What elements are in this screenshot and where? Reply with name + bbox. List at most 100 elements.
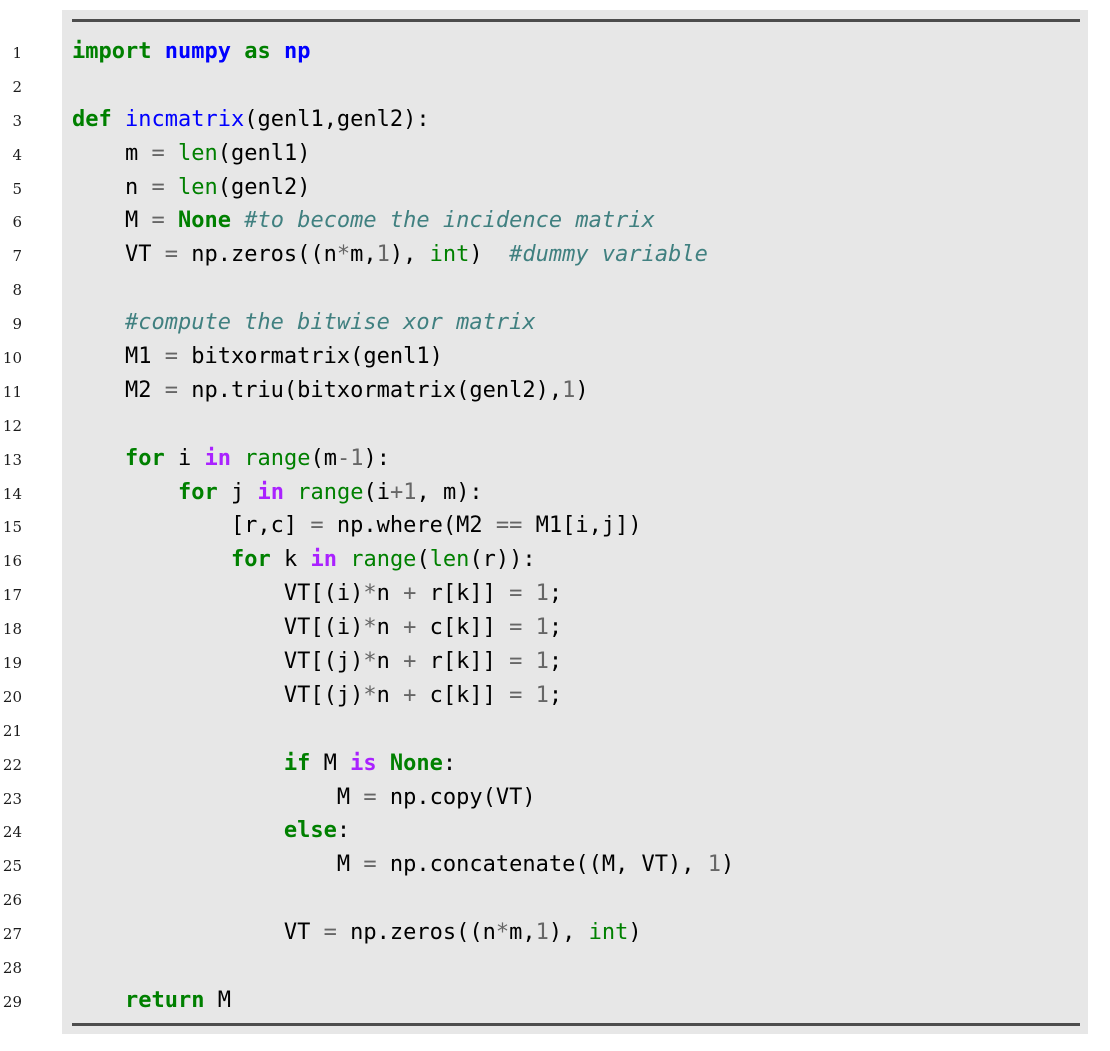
line-number: 4 bbox=[12, 145, 22, 164]
line-number: 17 bbox=[2, 586, 22, 605]
code-token-operator-or-number: 1 bbox=[403, 479, 417, 505]
code-token-plain-text: VT bbox=[72, 242, 165, 268]
code-token-keyword: for bbox=[230, 547, 271, 573]
code-token-plain-text: VT[(j) bbox=[72, 649, 364, 675]
code-token-plain-text: : bbox=[442, 750, 457, 776]
code-token-plain-text: bitxormatrix(genl1) bbox=[177, 344, 443, 370]
code-token-plain-text: VT[(i) bbox=[72, 615, 364, 641]
code-token-operator-or-number: = bbox=[509, 581, 523, 607]
code-token-plain-text: ): bbox=[363, 445, 390, 471]
line-number: 13 bbox=[2, 450, 22, 469]
code-token-plain-text bbox=[522, 581, 535, 606]
code-token-plain-text bbox=[72, 547, 231, 572]
line-number: 9 bbox=[12, 315, 22, 334]
code-line: VT[(j)*n + r[k]] = 1; bbox=[72, 645, 734, 679]
line-number: 5 bbox=[12, 179, 22, 198]
code-token-plain-text: ( bbox=[416, 547, 430, 573]
code-token-builtin-function: len bbox=[429, 547, 470, 573]
code-token-operator-or-number: 1 bbox=[376, 242, 390, 268]
code-line bbox=[72, 713, 734, 747]
code-token-operator-or-number: * bbox=[363, 682, 377, 708]
line-number: 24 bbox=[2, 823, 22, 842]
line-number: 23 bbox=[2, 789, 22, 808]
code-token-operator-or-number: 1 bbox=[707, 852, 722, 878]
code-token-plain-text: k bbox=[270, 547, 311, 573]
code-token-operator-or-number: + bbox=[403, 615, 417, 641]
code-line: M = np.copy(VT) bbox=[72, 781, 734, 815]
code-token-builtin-function: range bbox=[297, 479, 364, 505]
code-token-function-name: incmatrix bbox=[125, 106, 245, 132]
code-token-operator-or-number: = bbox=[151, 208, 165, 234]
line-number: 14 bbox=[2, 484, 22, 503]
code-token-plain-text: c[k]] bbox=[416, 615, 510, 641]
code-token-operator-or-number: * bbox=[495, 920, 510, 946]
code-token-keyword: else bbox=[283, 818, 337, 844]
code-token-plain-text bbox=[72, 988, 125, 1013]
line-number: 1 bbox=[12, 44, 22, 62]
code-token-plain-text: np.where(M2 bbox=[323, 513, 496, 539]
code-token-namespace-name: np bbox=[283, 39, 311, 64]
code-token-plain-text bbox=[165, 208, 178, 233]
code-token-plain-text: (genl1,genl2): bbox=[244, 106, 430, 132]
line-number: 7 bbox=[12, 247, 22, 266]
code-token-operator-or-number: * bbox=[363, 615, 377, 641]
code-token-operator-or-number: = bbox=[164, 242, 178, 268]
code-token-plain-text: VT bbox=[72, 920, 324, 946]
listing-top-rule bbox=[72, 19, 1080, 22]
code-token-comment: #to become the incidence matrix bbox=[244, 208, 655, 234]
code-token-plain-text bbox=[337, 547, 350, 572]
code-token-plain-text bbox=[72, 751, 284, 776]
code-line bbox=[72, 882, 734, 916]
code-token-plain-text: np.copy(VT) bbox=[376, 784, 536, 810]
code-token-plain-text: (genl2) bbox=[217, 174, 311, 200]
code-token-plain-text: (genl1) bbox=[217, 140, 311, 166]
line-number: 28 bbox=[2, 959, 22, 978]
code-line: VT[(i)*n + r[k]] = 1; bbox=[72, 577, 734, 611]
line-number: 25 bbox=[2, 857, 22, 876]
code-line: return M bbox=[72, 984, 734, 1018]
code-token-plain-text: np.triu(bitxormatrix(genl2), bbox=[177, 377, 563, 403]
code-token-operator-or-number: = bbox=[509, 682, 523, 708]
code-token-operator-or-number: = bbox=[164, 377, 178, 403]
code-line bbox=[72, 69, 734, 103]
code-line: if M is None: bbox=[72, 747, 734, 781]
code-token-plain-text: , m): bbox=[416, 479, 483, 505]
code-token-builtin-function: range bbox=[350, 547, 417, 573]
code-token-operator-or-number: = bbox=[323, 920, 337, 946]
code-token-plain-text: ), bbox=[389, 242, 430, 268]
code-token-keyword: def bbox=[72, 106, 112, 132]
line-number: 12 bbox=[2, 416, 22, 435]
code-token-plain-text bbox=[231, 39, 244, 64]
line-number: 26 bbox=[2, 891, 22, 910]
line-number: 21 bbox=[2, 721, 22, 740]
code-token-plain-text: ; bbox=[548, 581, 563, 607]
code-line: def incmatrix(genl1,genl2): bbox=[72, 103, 734, 137]
code-token-plain-text: n bbox=[72, 174, 152, 200]
code-token-builtin-function: int bbox=[429, 242, 470, 268]
code-token-operator-or-number: 1 bbox=[535, 682, 549, 708]
code-token-plain-text: [r,c] bbox=[72, 513, 311, 539]
code-token-plain-text: ; bbox=[548, 682, 563, 708]
code-line bbox=[72, 408, 734, 442]
code-token-operator-or-number: * bbox=[336, 242, 351, 268]
line-number: 6 bbox=[12, 213, 22, 232]
code-token-operator-or-number: = bbox=[151, 174, 165, 200]
code-token-word-operator: in bbox=[204, 445, 231, 471]
code-token-operator-or-number: = bbox=[363, 784, 377, 810]
code-token-keyword: for bbox=[177, 479, 218, 505]
code-token-operator-or-number: 1 bbox=[535, 581, 549, 607]
code-token-plain-text: M2 bbox=[72, 377, 165, 403]
code-token-keyword: if bbox=[283, 750, 311, 776]
code-line: for j in range(i+1, m): bbox=[72, 476, 734, 510]
code-token-plain-text: (m bbox=[310, 445, 337, 471]
line-number: 29 bbox=[2, 992, 22, 1011]
code-token-word-operator: in bbox=[310, 547, 337, 573]
code-line: [r,c] = np.where(M2 == M1[i,j]) bbox=[72, 509, 734, 543]
code-token-operator-or-number: + bbox=[403, 581, 417, 607]
code-token-plain-text bbox=[72, 446, 125, 471]
code-line: VT = np.zeros((n*m,1), int) #dummy varia… bbox=[72, 238, 734, 272]
code-line: n = len(genl2) bbox=[72, 171, 734, 205]
code-token-operator-or-number: = bbox=[509, 649, 523, 675]
